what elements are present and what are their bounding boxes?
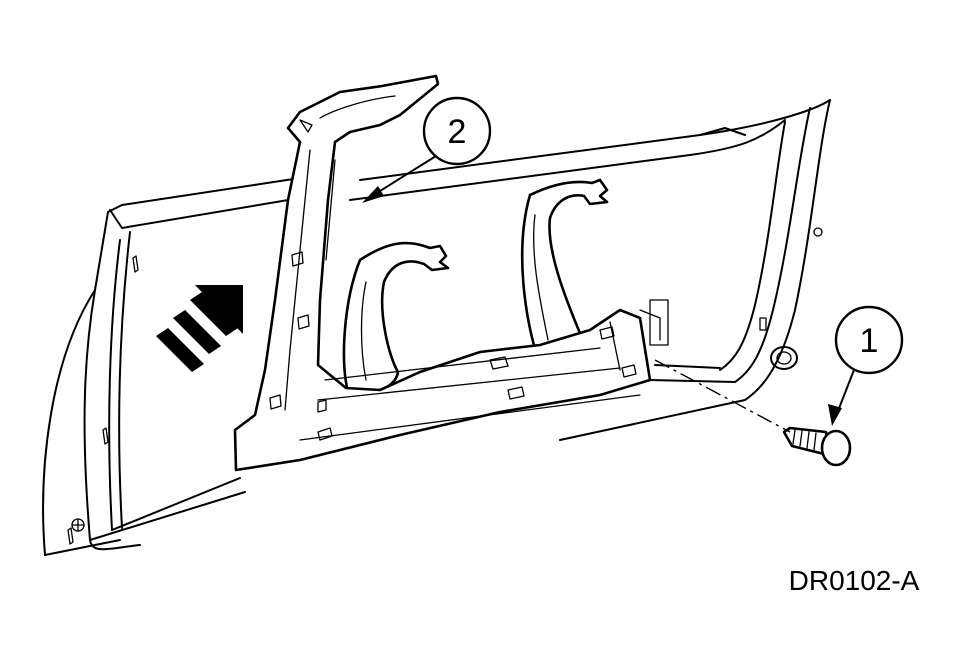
callout-2-label: 2 (448, 113, 467, 151)
direction-arrow-icon (156, 285, 243, 372)
seat-belt-loops (342, 178, 609, 395)
alignment-line (654, 359, 791, 433)
cab-body-outline (42, 99, 831, 556)
trim-panel (233, 74, 652, 472)
screw (782, 426, 852, 467)
callout-1: 1 (828, 305, 904, 426)
callout-2: 2 (362, 96, 492, 203)
figure-code: DR0102-A (789, 565, 920, 596)
callout-1-label: 1 (860, 322, 879, 360)
